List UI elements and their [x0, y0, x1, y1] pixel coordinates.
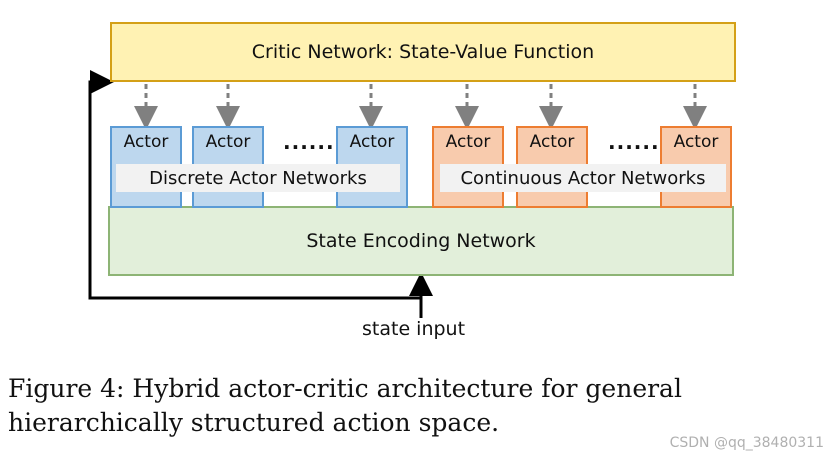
critic-network-label: Critic Network: State-Value Function	[251, 41, 595, 63]
actor-label: Actor	[349, 132, 395, 152]
figure-caption: Figure 4: Hybrid actor-critic architectu…	[8, 374, 682, 437]
actor-label: Actor	[445, 132, 491, 152]
state-encoding-network-box: State Encoding Network	[108, 206, 734, 276]
state-input-label: state input	[362, 318, 466, 340]
state-encoding-network-label: State Encoding Network	[306, 230, 536, 252]
actor-label: Actor	[123, 132, 169, 152]
continuous-actor-networks-label: Continuous Actor Networks	[440, 164, 726, 192]
watermark: CSDN @qq_38480311	[669, 435, 824, 451]
actor-label: Actor	[205, 132, 251, 152]
actor-label: Actor	[529, 132, 575, 152]
discrete-ellipsis: ......	[283, 130, 335, 154]
critic-network-box: Critic Network: State-Value Function	[110, 22, 736, 82]
critic-to-actor-arrows	[134, 84, 707, 130]
discrete-actor-networks-label: Discrete Actor Networks	[116, 164, 400, 192]
state-input-arrows	[88, 70, 433, 318]
continuous-ellipsis: ......	[608, 130, 660, 154]
actor-label: Actor	[673, 132, 719, 152]
